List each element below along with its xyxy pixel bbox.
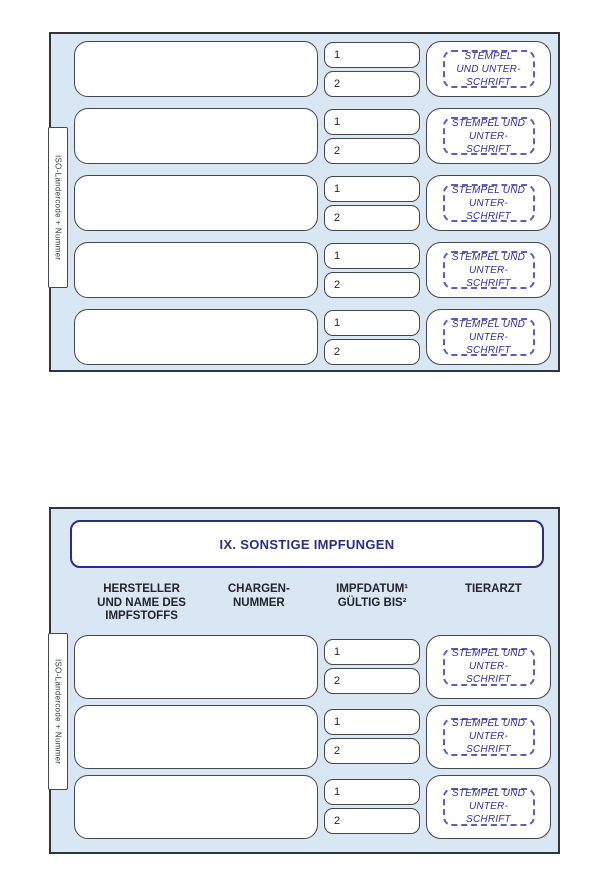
iso-country-code-tab: ISO-Ländercode + Nummer <box>48 633 68 790</box>
valid-until-field[interactable]: 2 <box>324 338 420 365</box>
vaccine-entry-field[interactable] <box>74 309 318 365</box>
valid-until-field[interactable]: 2 <box>324 271 420 298</box>
vaccination-date-field[interactable]: 1 <box>324 639 420 665</box>
vaccination-date-field[interactable]: 1 <box>324 108 420 135</box>
vaccine-entry-field[interactable] <box>74 108 318 164</box>
stamp-dashed-outline <box>442 251 535 289</box>
vaccine-entry-field[interactable] <box>74 774 318 839</box>
section-title: IX. SONSTIGE IMPFUNGEN <box>219 536 395 552</box>
valid-until-field[interactable]: 2 <box>324 70 420 97</box>
vaccine-entry-field[interactable] <box>74 41 318 97</box>
date-slot-number: 2 <box>334 815 341 827</box>
stamp-dashed-outline <box>442 50 535 88</box>
valid-until-field[interactable]: 2 <box>324 137 420 164</box>
column-header: CHARGEN-NUMMER <box>227 583 290 609</box>
valid-until-field[interactable]: 2 <box>324 738 420 764</box>
stamp-dashed-outline <box>442 717 535 756</box>
date-slot-number: 1 <box>334 316 341 329</box>
iso-country-code-label: ISO-Ländercode + Nummer <box>53 154 63 261</box>
vaccine-entry-field[interactable] <box>74 242 318 298</box>
section-title-box: IX. SONSTIGE IMPFUNGEN <box>70 520 544 568</box>
date-slot-number: 2 <box>334 144 341 157</box>
iso-country-code-label: ISO-Ländercode + Nummer <box>53 658 63 765</box>
date-slot-number: 2 <box>334 675 341 687</box>
vaccination-date-field[interactable]: 1 <box>324 309 420 336</box>
date-slot-number: 1 <box>334 646 341 658</box>
date-slot-number: 1 <box>334 115 341 128</box>
vaccination-date-field[interactable]: 1 <box>324 41 420 68</box>
date-slot-number: 2 <box>334 745 341 757</box>
vaccination-date-field[interactable]: 1 <box>324 242 420 269</box>
valid-until-field[interactable]: 2 <box>324 668 420 694</box>
date-slot-number: 1 <box>334 182 341 195</box>
valid-until-field[interactable]: 2 <box>324 808 420 834</box>
vaccine-entry-field[interactable] <box>74 634 318 699</box>
vaccination-date-field[interactable]: 1 <box>324 709 420 735</box>
date-slot-number: 1 <box>334 249 341 262</box>
valid-until-field[interactable]: 2 <box>324 204 420 231</box>
stamp-dashed-outline <box>442 318 535 356</box>
vaccination-panel-bottom: ISO-Ländercode + Nummer IX. SONSTIGE IMP… <box>48 507 560 854</box>
stamp-dashed-outline <box>442 117 535 155</box>
date-slot-number: 1 <box>334 48 341 61</box>
date-slot-number: 2 <box>334 278 341 291</box>
date-slot-number: 2 <box>334 211 341 224</box>
vaccination-date-field[interactable]: 1 <box>324 779 420 805</box>
stamp-dashed-outline <box>442 787 535 826</box>
date-slot-number: 1 <box>334 716 341 728</box>
iso-country-code-tab: ISO-Ländercode + Nummer <box>48 127 68 288</box>
vaccine-entry-field[interactable] <box>74 704 318 769</box>
stamp-dashed-outline <box>442 647 535 686</box>
vaccination-date-field[interactable]: 1 <box>324 175 420 202</box>
vaccine-entry-field[interactable] <box>74 175 318 231</box>
date-slot-number: 2 <box>334 345 341 358</box>
column-header: TIERARZT <box>464 583 522 595</box>
date-slot-number: 1 <box>334 786 341 798</box>
stamp-dashed-outline <box>442 184 535 222</box>
date-slot-number: 2 <box>334 77 341 90</box>
